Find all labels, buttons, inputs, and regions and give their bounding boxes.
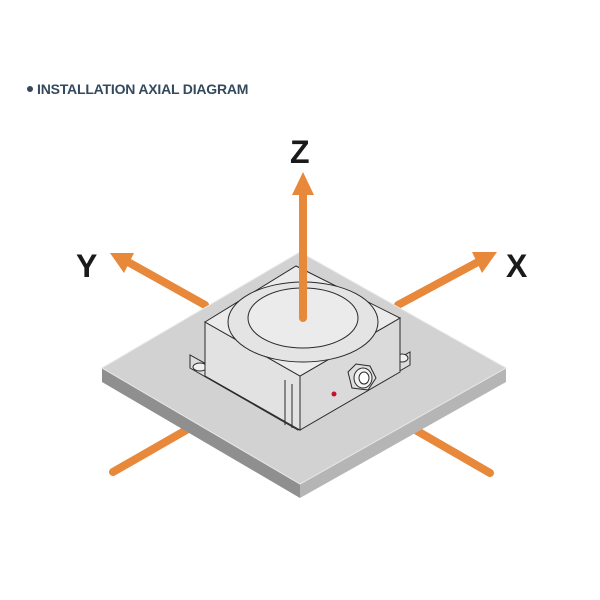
- x-axis-arrow: [394, 252, 497, 309]
- y-axis-negative-rod: [109, 421, 199, 476]
- status-led: [331, 391, 337, 397]
- z-axis-label: Z: [290, 134, 310, 170]
- section-heading: INSTALLATION AXIAL DIAGRAM: [27, 81, 248, 97]
- cable-gland: [347, 363, 377, 391]
- heading-title: INSTALLATION AXIAL DIAGRAM: [37, 81, 249, 97]
- x-axis-negative-rod: [408, 424, 494, 477]
- x-axis-label: X: [506, 248, 528, 284]
- sensor-device: [189, 265, 411, 431]
- bullet-icon: [27, 86, 33, 93]
- z-axis-arrow: [292, 172, 314, 322]
- y-axis-arrow: [110, 253, 209, 309]
- y-axis-label: Y: [76, 248, 98, 284]
